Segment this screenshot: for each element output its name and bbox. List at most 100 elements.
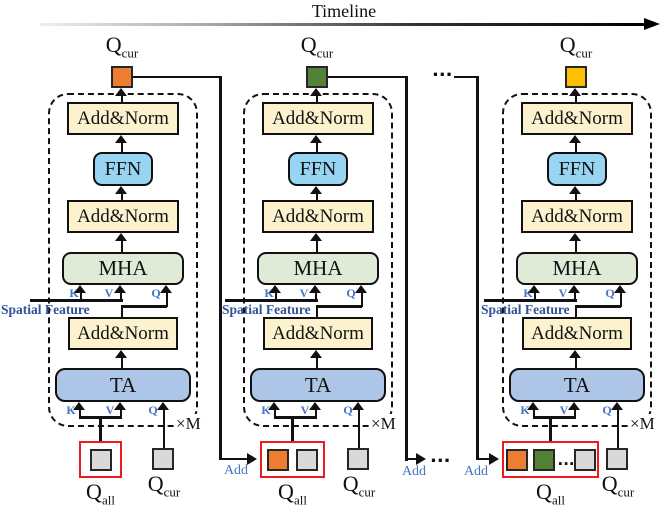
q-all-token [573,448,596,471]
mha-v-label: V [558,286,568,300]
q-cur-output-token [111,66,133,88]
q-cur-input-label: Qcur [134,471,194,498]
arrow-ffn-to-addnorm [570,135,581,152]
ta-q-arrow [158,402,169,448]
arrow-addnorm-to-ffn [570,186,581,200]
ta-box: TA [509,368,645,402]
arrow-ta-to-addnorm [116,350,127,368]
mha-v-arrow [115,285,126,301]
mha-box: MHA [516,252,638,285]
q-subscript: cur [121,45,139,61]
ta-kv-junction-bar [532,416,577,419]
addnorm-mid-box: Add&Norm [521,200,633,233]
mha-q-label: Q [605,286,615,300]
ta-k-label: K [261,403,271,417]
block2-output-wire-vertical [405,75,408,461]
transformer-block-2: Qcur Add&Norm FFN Add&Norm MHA K V Q Spa… [222,0,397,511]
q-symbol: Q [536,479,552,504]
q-all-token [267,448,289,471]
arrow-addnorm-to-ffn [311,186,322,200]
add-label-3: Add [463,464,489,479]
mha-q-arrow [615,285,626,307]
q-cur-output-label: Qcur [546,32,606,61]
arrow-ffn-to-addnorm [116,135,127,152]
repeat-times-m-label: ×M [629,414,656,434]
spatial-feature-line [484,299,577,302]
q-all-group: Qall [79,441,122,508]
ta-k-arrow [74,402,85,418]
q-all-token [296,448,318,471]
block1-output-wire-vertical [219,75,222,461]
block1-output-wire-horizontal [133,75,221,79]
ta-v-label: V [300,403,310,417]
q-symbol: Q [342,471,359,496]
q-cur-output-token [306,66,328,88]
ta-k-label: K [520,403,530,417]
spatial-feature-line [225,299,318,302]
addnorm-low-box: Add&Norm [522,317,632,350]
arrow-to-output [311,88,322,102]
q-subscript: all [101,492,115,508]
q-subscript: cur [617,484,635,500]
arrow-mha-to-addnorm [311,233,322,252]
addnorm-mid-box: Add&Norm [262,200,374,233]
q-symbol: Q [601,471,618,496]
mha-v-arrow [569,285,580,301]
ta-q-arrow [612,402,623,448]
repeat-times-m-label: ×M [370,414,397,434]
arrow-mha-to-addnorm [116,233,127,252]
q-cur-input-token [606,448,628,470]
q-subscript: all [551,492,565,508]
ta-v-arrow [569,402,580,418]
ta-v-label: V [559,403,569,417]
block3-input-wire-bottom [476,457,490,461]
ta-v-label: V [105,403,115,417]
q-symbol: Q [86,479,102,504]
spatial-feature-label: Spatial Feature [1,302,90,317]
q-cur-input-label: Qcur [329,471,389,500]
q-elbow-vertical [315,305,319,317]
mha-k-label: K [523,286,533,300]
add-arrowhead-icon [489,453,499,466]
repeat-times-m-label: ×M [175,414,202,434]
q-symbol: Q [300,32,317,57]
q-subscript: cur [358,484,376,500]
spatial-feature-line [30,299,123,302]
q-subscript: cur [575,45,593,61]
addnorm-low-box: Add&Norm [263,317,373,350]
arrow-ffn-to-addnorm [311,135,322,152]
ta-k-label: K [66,403,76,417]
q-all-token [532,448,555,471]
q-all-label: Qall [79,479,122,508]
ta-q-label: Q [602,403,612,417]
timeline-title: Timeline [311,1,377,21]
arrow-ta-to-addnorm [311,350,322,368]
q-all-ellipsis: ... [557,450,575,469]
decoder-layer-dashed-box [48,93,198,427]
ellipsis-bottom: ... [430,446,451,467]
q-all-memory-box [79,441,122,478]
mha-box: MHA [257,252,379,285]
ta-box: TA [55,368,191,402]
q-all-label: Qall [502,479,599,508]
mha-k-arrow [75,285,86,301]
addnorm-top-box: Add&Norm [521,102,633,135]
mha-v-label: V [299,286,309,300]
q-cur-input-token [347,448,369,470]
arrow-addnorm-to-ffn [116,186,127,200]
addnorm-mid-box: Add&Norm [67,200,179,233]
transformer-block-3: Qcur Add&Norm FFN Add&Norm MHA K V Q Spa… [481,0,656,511]
ta-q-arrow [353,402,364,448]
add-arrowhead-icon [247,453,257,466]
addnorm-top-box: Add&Norm [67,102,179,135]
mha-k-arrow [270,285,281,301]
mha-k-label: K [69,286,79,300]
qall-to-ta-stem [549,417,552,441]
q-symbol: Q [105,32,122,57]
q-elbow-horizontal [316,305,362,308]
add-arrowhead-icon [416,453,426,466]
mha-q-arrow [356,285,367,307]
mha-k-label: K [264,286,274,300]
timeline-axis-line [40,23,646,27]
